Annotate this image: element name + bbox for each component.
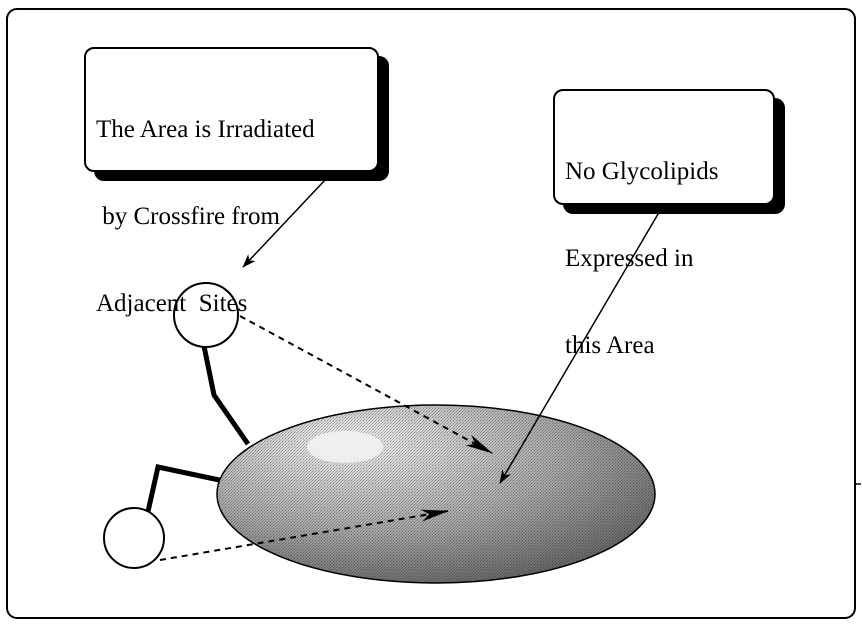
no-glycolipids-callout-line-2: Expressed in [565, 244, 763, 273]
crossfire-callout: The Area is Irradiated by Crossfire from… [84, 47, 379, 172]
crossfire-callout-line-1: The Area is Irradiated [96, 115, 367, 144]
no-glycolipids-callout-line-3: this Area [565, 331, 763, 360]
no-glycolipids-callout-line-1: No Glycolipids [565, 157, 763, 186]
tumor-mass [217, 405, 655, 583]
no-glycolipids-callout: No Glycolipids Expressed in this Area [553, 89, 775, 205]
crossfire-callout-line-3: Adjacent Sites [96, 289, 367, 318]
lower-adjacent-site [104, 508, 164, 568]
crossfire-callout-line-2: by Crossfire from [96, 202, 367, 231]
